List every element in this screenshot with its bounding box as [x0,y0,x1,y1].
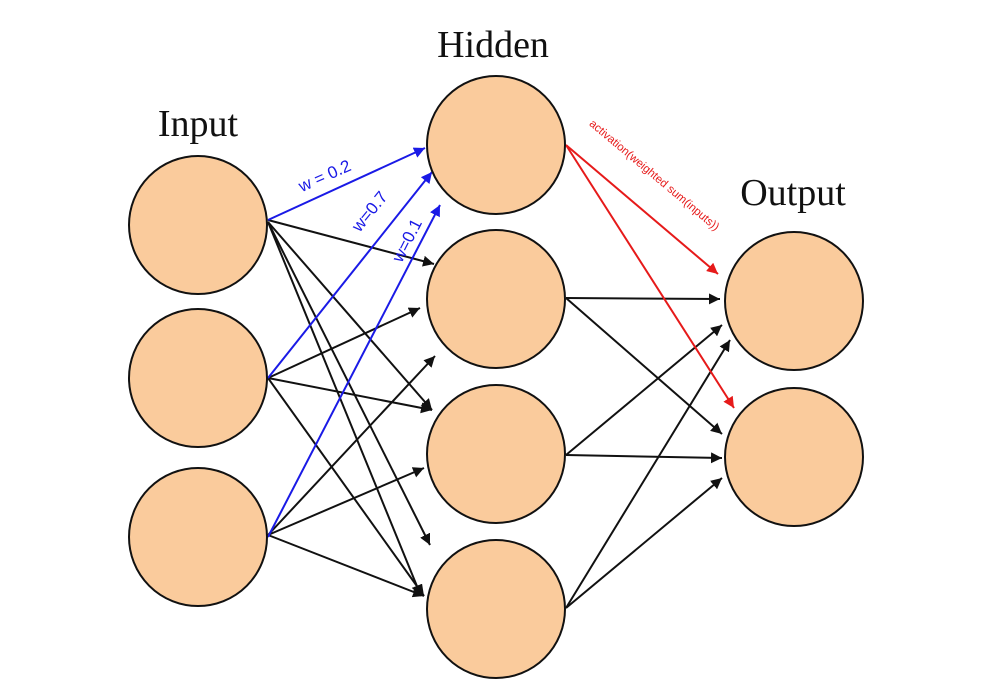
weight-label-input2-hidden1: w=0.7 [347,188,391,236]
edge-arrow [267,377,425,597]
weighted-edge-arrow [267,147,426,221]
activation-annotation: activation(weighted sum(inputs)) [587,118,722,234]
output-layer-label: Output [740,172,846,214]
node-hidden-3 [426,384,566,524]
node-input-1 [128,155,268,295]
edge-arrow [267,221,422,597]
edge-arrow [267,219,435,267]
weighted-edge-arrow [267,204,441,538]
node-input-3 [128,467,268,607]
edge-arrow [267,221,433,411]
nodes-group [128,75,864,679]
node-hidden-2 [426,229,566,369]
edge-arrow [267,377,433,414]
weight-label-input3-hidden1: w=0.1 [388,216,426,266]
edge-arrow [267,355,436,536]
weight-label-input1-hidden1: w = 0.2 [295,156,354,196]
input-layer-label: Input [158,103,239,145]
edge-arrow [267,534,425,598]
edge-arrow [565,297,723,435]
node-hidden-4 [426,539,566,679]
edge-arrow [565,452,723,464]
edges-group [267,144,735,609]
activation-edge-arrow [565,144,735,409]
edge-arrow [565,293,721,305]
node-output-1 [724,231,864,371]
node-output-2 [724,387,864,527]
node-input-2 [128,308,268,448]
weighted-edge-arrow [267,171,433,379]
edge-arrow [267,467,425,536]
activation-edge-arrow [565,144,719,275]
node-hidden-1 [426,75,566,215]
hidden-layer-label: Hidden [437,24,549,66]
edge-arrow [565,477,723,609]
edge-arrow [267,221,431,546]
edge-arrow [565,339,731,609]
edge-arrow [267,307,421,379]
